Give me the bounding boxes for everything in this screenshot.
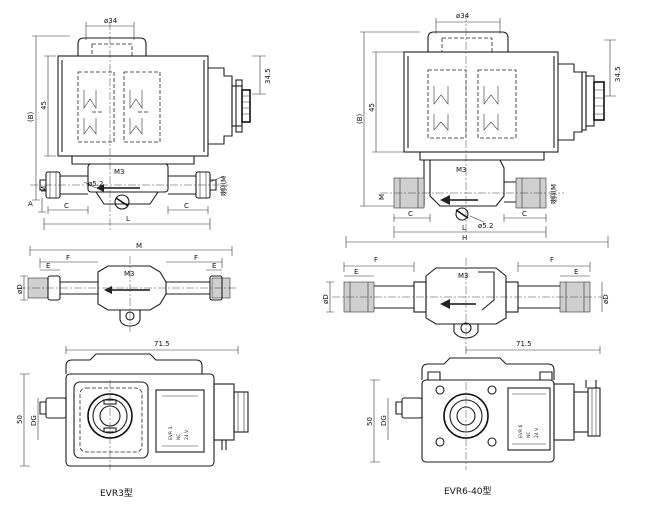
dim-c-right-right: C xyxy=(522,210,527,218)
dim-e-left-right: E xyxy=(354,268,358,276)
dim-c-right: C xyxy=(184,202,189,210)
evr6-40-front-view: ø34 (B) 45 34.5 M3 ø5.2 C C L H M 喇叭M xyxy=(345,12,622,248)
dim-flare-right: 喇叭M xyxy=(549,184,558,204)
dim-50-right: 50 xyxy=(366,417,374,426)
dim-flare-left: 喇叭M xyxy=(219,176,228,196)
dim-45-right: 45 xyxy=(368,103,376,112)
dim-71-5-right: 71.5 xyxy=(516,340,532,348)
dim-h-right: H xyxy=(462,234,467,242)
nameplate-evr6-line3: 24 V xyxy=(534,427,540,438)
dim-phi34-right: ø34 xyxy=(456,12,470,20)
dim-phid-right-r: øD xyxy=(602,294,610,304)
dim-45: 45 xyxy=(40,101,48,110)
dim-f-right: F xyxy=(194,254,198,262)
dim-71-5-left: 71.5 xyxy=(154,340,170,348)
dim-50-left: 50 xyxy=(16,415,24,424)
caption-evr3: EVR3型 xyxy=(100,488,133,499)
dim-m-right: M xyxy=(378,194,386,200)
caption-evr6-40: EVR6-40型 xyxy=(444,486,492,497)
evr6-40-side-view: EVR 6 NC 24 V 71.5 50 DG xyxy=(366,340,601,470)
dim-e-right-right: E xyxy=(574,268,578,276)
dim-a: A xyxy=(28,200,33,208)
nameplate-evr3-line3: 24 V xyxy=(184,429,190,440)
nameplate-evr6-line2: NC xyxy=(526,431,532,438)
dim-b-right: (B) xyxy=(356,113,364,124)
nameplate-evr3-line1: EVR 3 xyxy=(168,427,174,440)
dim-34-5-right: 34.5 xyxy=(614,66,622,82)
dim-b: (B) xyxy=(27,111,35,122)
dim-e-left: E xyxy=(46,262,50,270)
dim-m-plan: M xyxy=(136,242,142,250)
dim-phi5-2-right: ø5.2 xyxy=(478,222,493,230)
dim-phi34: ø34 xyxy=(104,17,118,25)
nameplate-evr6-line1: EVR 6 xyxy=(518,425,524,438)
dim-m-left: M xyxy=(40,186,48,192)
dim-dg-right: DG xyxy=(380,415,388,426)
evr6-40-plan-view: F F E E M3 øD øD xyxy=(322,256,610,344)
dim-phid-right-l: øD xyxy=(322,294,330,304)
dim-m3-right: M3 xyxy=(456,166,467,174)
evr3-plan-view: M F F E E M3 øD xyxy=(16,242,236,332)
dim-c-left-right: C xyxy=(408,210,413,218)
nameplate-evr3-line2: NC xyxy=(176,433,182,440)
dim-c-left: C xyxy=(64,202,69,210)
dim-34-5: 34.5 xyxy=(264,68,272,84)
dim-m3-plan-right: M3 xyxy=(458,272,469,280)
dim-phi5-2: ø5.2 xyxy=(88,180,103,188)
evr3-side-view: EVR 3 NC 24 V 71.5 50 DG xyxy=(16,340,249,470)
evr3-front-view: ø34 (B) 45 34.5 A M3 ø5.2 C C L M 喇叭M xyxy=(27,17,272,230)
dim-f-left-right: F xyxy=(374,256,378,264)
dim-phid-left: øD xyxy=(16,284,24,294)
dim-m3-plan: M3 xyxy=(124,270,135,278)
dim-f-left: F xyxy=(66,254,70,262)
dim-f-right-right: F xyxy=(550,256,554,264)
dim-m3: M3 xyxy=(114,168,125,176)
dim-e-right: E xyxy=(212,262,216,270)
dim-l-right: L xyxy=(462,224,466,232)
dim-l: L xyxy=(126,215,130,223)
dim-dg-left: DG xyxy=(30,415,38,426)
